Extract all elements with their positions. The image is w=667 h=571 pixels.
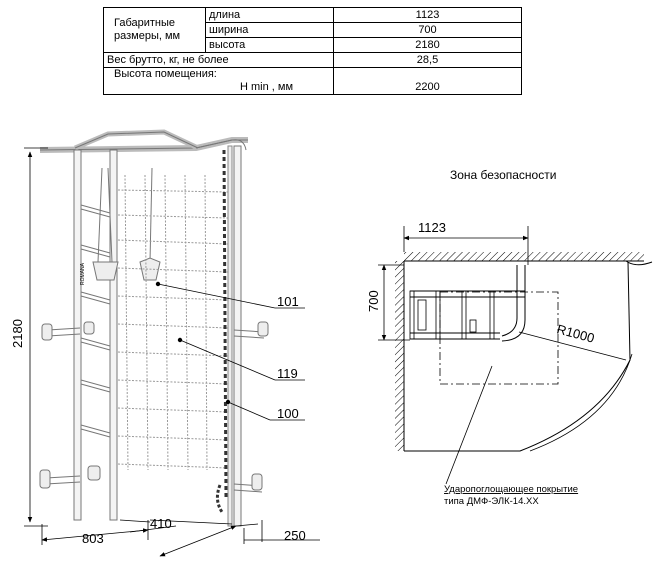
height-dimension-label: 2180 xyxy=(10,319,25,348)
specs-table: Габаритные размеры, мм длина 1123 ширина… xyxy=(103,7,522,95)
table-row: Габаритные размеры, мм длина 1123 xyxy=(103,7,522,53)
width-value: 700 xyxy=(333,22,522,38)
depth-label: 410 xyxy=(150,516,172,531)
callout-119: 119 xyxy=(277,366,298,381)
dimensions-group-label: Габаритные размеры, мм xyxy=(103,7,206,53)
room-height-label: Высота помещения: H min , мм xyxy=(103,67,334,95)
plan-length-label: 1123 xyxy=(418,220,446,235)
wall-bars-drawing: ROMANA xyxy=(39,129,269,527)
callout-101: 101 xyxy=(277,294,299,309)
room-height-value: 2200 xyxy=(333,67,522,95)
callout-100: 100 xyxy=(277,406,299,421)
radius-label: R1000 xyxy=(555,321,596,345)
callout-leaders xyxy=(155,281,305,421)
coating-note-line1: Ударопоглощающее покрытие xyxy=(444,484,578,495)
height-dimension xyxy=(24,147,48,527)
table-row: ширина 700 xyxy=(104,22,522,38)
safety-zone-title: Зона безопасности xyxy=(450,168,556,182)
safety-zone-plan xyxy=(378,226,653,485)
brand-label: ROMANA xyxy=(80,262,86,285)
table-row: Высота помещения: H min , мм 2200 xyxy=(103,67,522,95)
base-dimensions xyxy=(41,519,320,557)
front-width-label: 803 xyxy=(82,531,104,546)
room-height-title: Высота помещения: xyxy=(114,68,217,80)
room-height-sublabel: H min , мм xyxy=(240,81,294,93)
table-row: высота 2180 xyxy=(104,37,522,53)
coating-note-line2: типа ДМФ-ЭЛК-14.ХХ xyxy=(444,496,539,507)
offset-label: 250 xyxy=(284,528,306,543)
plan-width-label: 700 xyxy=(366,290,381,312)
